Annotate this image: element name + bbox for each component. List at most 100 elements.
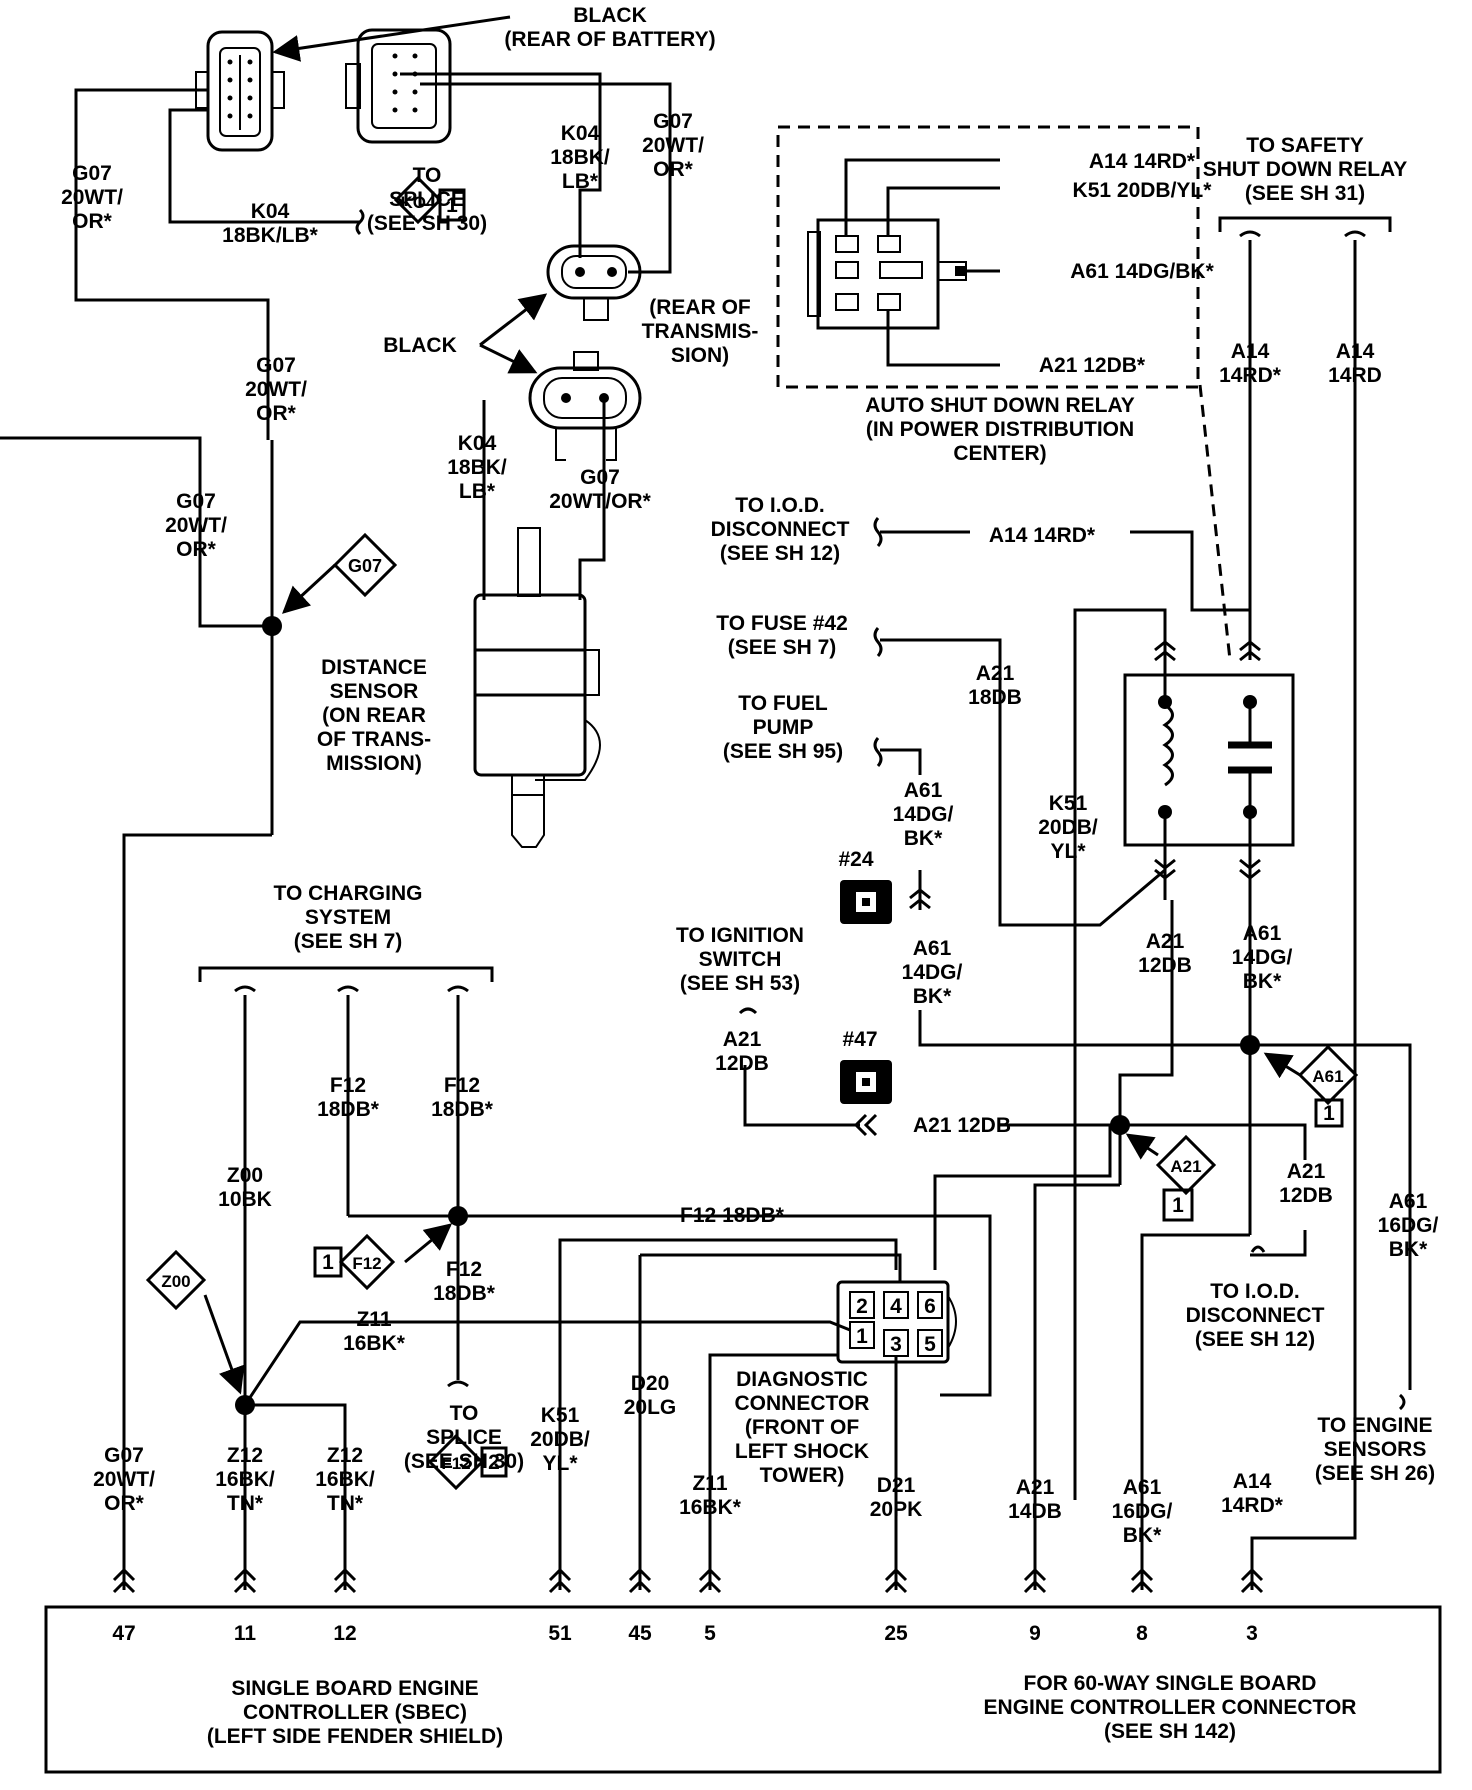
pin-3: 3 xyxy=(1246,1622,1258,1645)
label-a61-upper-line-2: 14DG/ xyxy=(893,803,954,826)
label-k04-mid-line-2: 18BK/ xyxy=(550,146,610,169)
label-to-ignition-line-3: (SEE SH 53) xyxy=(680,972,800,995)
label-d20-line-2: 20LG xyxy=(624,1396,677,1419)
sbec-left-line-1: SINGLE BOARD ENGINE xyxy=(231,1677,478,1700)
label-conn47: #47 xyxy=(842,1028,877,1051)
battery-connector-right xyxy=(345,28,452,144)
svg-text:Z00: Z00 xyxy=(161,1272,190,1291)
svg-text:A21: A21 xyxy=(1170,1157,1201,1176)
diag-pin-2: 2 xyxy=(856,1295,868,1318)
label-a21-relay-line-1: A21 xyxy=(1146,930,1185,953)
relay-symbol xyxy=(1123,673,1295,847)
distance-sensor xyxy=(473,527,601,848)
label-z00-line-2: 10BK xyxy=(218,1188,272,1211)
label-to-splice-bottom-line-2: SPLICE xyxy=(426,1426,502,1449)
wire-g07-bottom xyxy=(122,833,272,1590)
label-to-fuel-pump-line-2: PUMP xyxy=(753,716,814,739)
sbec-right-line-1: FOR 60-WAY SINGLE BOARD xyxy=(1024,1672,1317,1695)
label-k04-mid-line-3: LB* xyxy=(562,170,599,193)
label-distance-sensor-line-2: SENSOR xyxy=(330,680,419,703)
label-to-iod-top-line-2: DISCONNECT xyxy=(711,518,850,541)
svg-text:1: 1 xyxy=(1172,1194,1184,1217)
label-to-charging-line-3: (SEE SH 7) xyxy=(294,930,403,953)
label-diag-connector-line-4: LEFT SHOCK xyxy=(735,1440,869,1463)
bottom-wire-11-name-line-1: Z12 xyxy=(227,1444,263,1467)
label-asd-relay-line-3: CENTER) xyxy=(953,442,1046,465)
bottom-wire-3-name-line-1: A14 xyxy=(1233,1470,1272,1493)
bottom-wire-11-name-line-2: 16BK/ xyxy=(215,1468,275,1491)
label-a14-left-line-1: A14 xyxy=(1231,340,1270,363)
badge-a61: A61 1 xyxy=(1297,1044,1359,1128)
label-a61-relay-line-3: BK* xyxy=(1243,970,1282,993)
label-a61-relay-line-1: A61 xyxy=(1243,922,1282,945)
label-k04-mid-line-1: K04 xyxy=(561,122,600,145)
badge-k04: KO4 1 xyxy=(393,175,466,225)
label-g07-sensor-line-2: 20WT/OR* xyxy=(549,490,651,513)
label-asd-relay-line-1: AUTO SHUT DOWN RELAY xyxy=(865,394,1135,417)
diag-pin-4: 4 xyxy=(890,1295,902,1318)
label-to-engine-sensors-line-3: (SEE SH 26) xyxy=(1315,1462,1435,1485)
label-k51-relay-line-3: YL* xyxy=(1050,840,1086,863)
bottom-wire-5-name-line-1: Z11 xyxy=(692,1472,727,1495)
label-to-iod-bottom-line-3: (SEE SH 12) xyxy=(1195,1328,1315,1351)
label-diag-connector-line-3: (FRONT OF xyxy=(745,1416,859,1439)
bottom-wire-47-name-line-1: G07 xyxy=(104,1444,144,1467)
sbec-left-line-2: CONTROLLER (SBEC) xyxy=(243,1701,467,1724)
pin-5: 5 xyxy=(704,1622,716,1645)
bottom-wire-25-name-line-2: 20PK xyxy=(870,1498,923,1521)
svg-text:A61: A61 xyxy=(1312,1067,1343,1086)
svg-text:1: 1 xyxy=(1323,1102,1335,1125)
wire-a21-controller xyxy=(1033,1183,1120,1500)
label-g07-center-line-2: 20WT/ xyxy=(245,378,307,401)
label-f12-h: F12 18DB* xyxy=(680,1204,785,1227)
pin-25: 25 xyxy=(884,1622,908,1645)
label-to-iod-bottom-line-2: DISCONNECT xyxy=(1186,1304,1325,1327)
label-a21-relay-line-2: 12DB xyxy=(1138,954,1192,977)
label-k04-sensor-line-2: 18BK/ xyxy=(447,456,507,479)
label-to-iod-top-line-3: (SEE SH 12) xyxy=(720,542,840,565)
wire-g07-conn xyxy=(420,82,672,274)
badge-g07: G07 xyxy=(332,532,398,598)
label-to-safety-relay-line-3: (SEE SH 31) xyxy=(1245,182,1365,205)
label-a14-right-line-1: A14 xyxy=(1336,340,1375,363)
label-g07-top-left-line-1: G07 xyxy=(72,162,112,185)
badge-f12-left: 1 F12 xyxy=(313,1233,396,1291)
label-z11-h-line-2: 16BK* xyxy=(343,1332,406,1355)
label-d20-line-1: D20 xyxy=(631,1372,670,1395)
label-to-iod-top-line-1: TO I.O.D. xyxy=(735,494,824,517)
label-g07-mid-line-1: G07 xyxy=(653,110,693,133)
badge-a21: A21 1 xyxy=(1155,1134,1217,1222)
label-k04-left-line-1: K04 xyxy=(251,200,290,223)
label-f12-a-line-1: F12 xyxy=(330,1074,366,1097)
svg-text:KO4: KO4 xyxy=(401,193,437,212)
bottom-wire-12-name-line-1: Z12 xyxy=(327,1444,363,1467)
label-a61-upper-line-3: BK* xyxy=(904,827,943,850)
label-to-ignition-line-1: TO IGNITION xyxy=(676,924,804,947)
label-to-fuel-pump-line-3: (SEE SH 95) xyxy=(723,740,843,763)
black-battery-arrow xyxy=(272,15,511,62)
pin-47: 47 xyxy=(112,1622,135,1645)
diag-pin-5: 5 xyxy=(924,1333,936,1356)
label-a21-ign-line-2: 12DB xyxy=(715,1052,769,1075)
bottom-wire-12-name-line-3: TN* xyxy=(327,1492,364,1515)
pin-11: 11 xyxy=(234,1622,257,1645)
wire-k51-diag xyxy=(558,1238,898,1590)
wire-g07-left xyxy=(0,436,272,628)
label-z11-h-line-1: Z11 xyxy=(356,1308,391,1331)
label-to-ignition-line-2: SWITCH xyxy=(699,948,782,971)
badge-f12-splice: F12 2 xyxy=(427,1433,508,1491)
wire-g07-sensor xyxy=(578,400,606,600)
label-to-safety-relay-line-1: TO SAFETY xyxy=(1246,134,1363,157)
pin-51: 51 xyxy=(548,1622,572,1645)
label-to-engine-sensors-line-2: SENSORS xyxy=(1324,1438,1427,1461)
pin-chevrons xyxy=(112,1567,1264,1594)
label-a14-left-line-2: 14RD* xyxy=(1219,364,1282,387)
label-z00-line-1: Z00 xyxy=(227,1164,263,1187)
label-distance-sensor-line-3: (ON REAR xyxy=(322,704,426,727)
svg-text:F12: F12 xyxy=(441,1454,470,1473)
bottom-wire-5-name-line-2: 16BK* xyxy=(679,1496,742,1519)
black-arrow-lower xyxy=(479,343,538,374)
label-f12-a-line-2: 18DB* xyxy=(317,1098,380,1121)
label-diag-connector-line-2: CONNECTOR xyxy=(735,1392,870,1415)
